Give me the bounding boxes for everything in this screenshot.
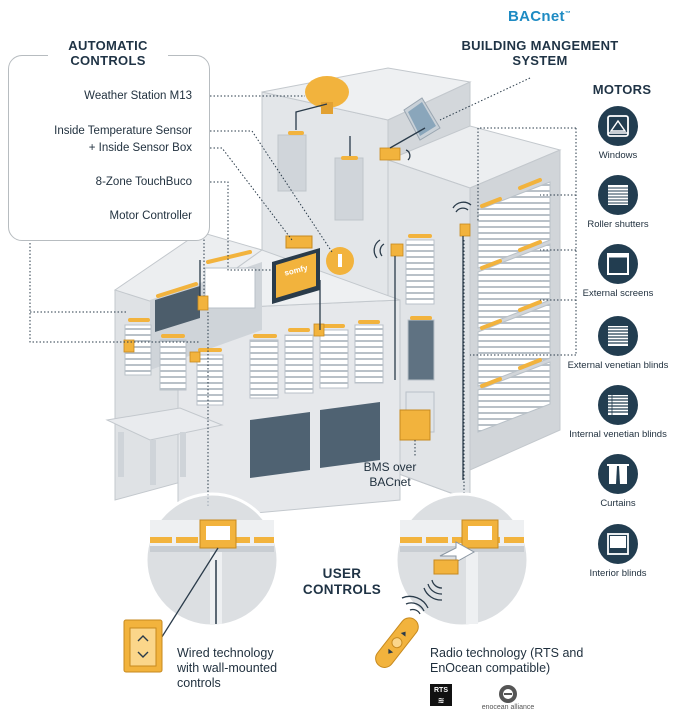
motor-item: Curtains <box>558 454 678 509</box>
motor-item: Internal venetian blinds <box>558 385 678 440</box>
motor-label: Internal venetian blinds <box>569 429 667 440</box>
motor-label: External venetian blinds <box>567 360 669 371</box>
enocean-logo: enocean alliance <box>468 684 548 711</box>
motor-label: Windows <box>598 150 638 161</box>
roller-shutter-icon <box>598 175 638 215</box>
bms-heading: BUILDING MANGEMENT SYSTEM <box>461 38 619 68</box>
motor-item: Roller shutters <box>558 175 678 230</box>
radio-detail-circle <box>394 492 530 628</box>
weather-station-label: Weather Station M13 <box>84 90 192 102</box>
wired-technology-label: Wired technology with wall-mounted contr… <box>177 646 278 690</box>
inside-temperature-sensor-label: Inside Temperature Sensor + Inside Senso… <box>54 125 192 154</box>
motor-controller-label: Motor Controller <box>80 209 192 223</box>
external-screen-icon <box>598 244 638 284</box>
external-venetian-blind-icon <box>598 316 638 356</box>
motors-heading: MOTORS <box>592 82 652 97</box>
remote-control-illustration <box>375 617 419 668</box>
motor-item: Windows <box>558 106 678 161</box>
motor-item: External screens <box>558 244 678 299</box>
bms-over-bacnet-label: BMS over BACnet <box>363 460 417 489</box>
touchbuco-label: 8-Zone TouchBuco <box>95 176 192 188</box>
motor-label: External screens <box>582 288 654 299</box>
wall-switch-illustration <box>123 619 163 673</box>
motor-label: Roller shutters <box>587 219 649 230</box>
window-icon <box>598 106 638 146</box>
motor-item: External venetian blinds <box>558 316 678 371</box>
rts-logo: RTS ≋ <box>430 684 452 706</box>
radio-technology-label: Radio technology (RTS and EnOcean compat… <box>430 646 584 675</box>
internal-venetian-blind-icon <box>598 385 638 425</box>
motor-label: Curtains <box>600 498 636 509</box>
bacnet-logo: BACnet™ <box>508 8 572 25</box>
motor-item: Interior blinds <box>558 524 678 579</box>
interior-blind-icon <box>598 524 638 564</box>
curtain-icon <box>598 454 638 494</box>
user-controls-heading: USER CONTROLS <box>302 566 382 597</box>
motor-label: Interior blinds <box>589 568 647 579</box>
automatic-controls-heading: AUTOMATIC CONTROLS <box>48 38 168 68</box>
wired-detail-circle <box>144 492 280 641</box>
